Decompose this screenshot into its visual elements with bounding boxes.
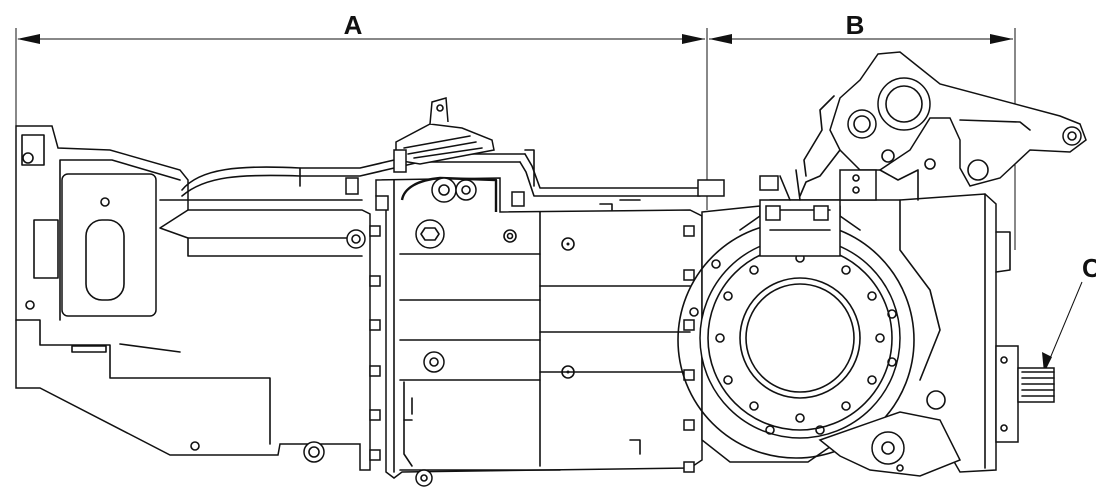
hitch-lift-linkage (799, 51, 1087, 201)
rear-axle-housing (677, 193, 1011, 477)
callout-c-label: C (1082, 253, 1096, 283)
shift-lever-boot (393, 97, 495, 173)
pto-output-shaft (995, 345, 1055, 443)
flange-bolts-middle (683, 225, 695, 473)
dimension-a-arrow (17, 34, 705, 44)
dimension-a-label: A (344, 10, 363, 40)
rear-top-cover (759, 169, 841, 257)
flange-bolts-left (369, 195, 389, 461)
hydraulic-pipes (181, 149, 779, 207)
callout-c-leader (1042, 281, 1083, 373)
dimension-b-label: B (846, 10, 865, 40)
front-clutch-housing (15, 125, 371, 471)
dimension-b-arrow (709, 34, 1013, 44)
axle-flange-bolts (689, 253, 897, 435)
main-gearbox-case (375, 176, 703, 487)
